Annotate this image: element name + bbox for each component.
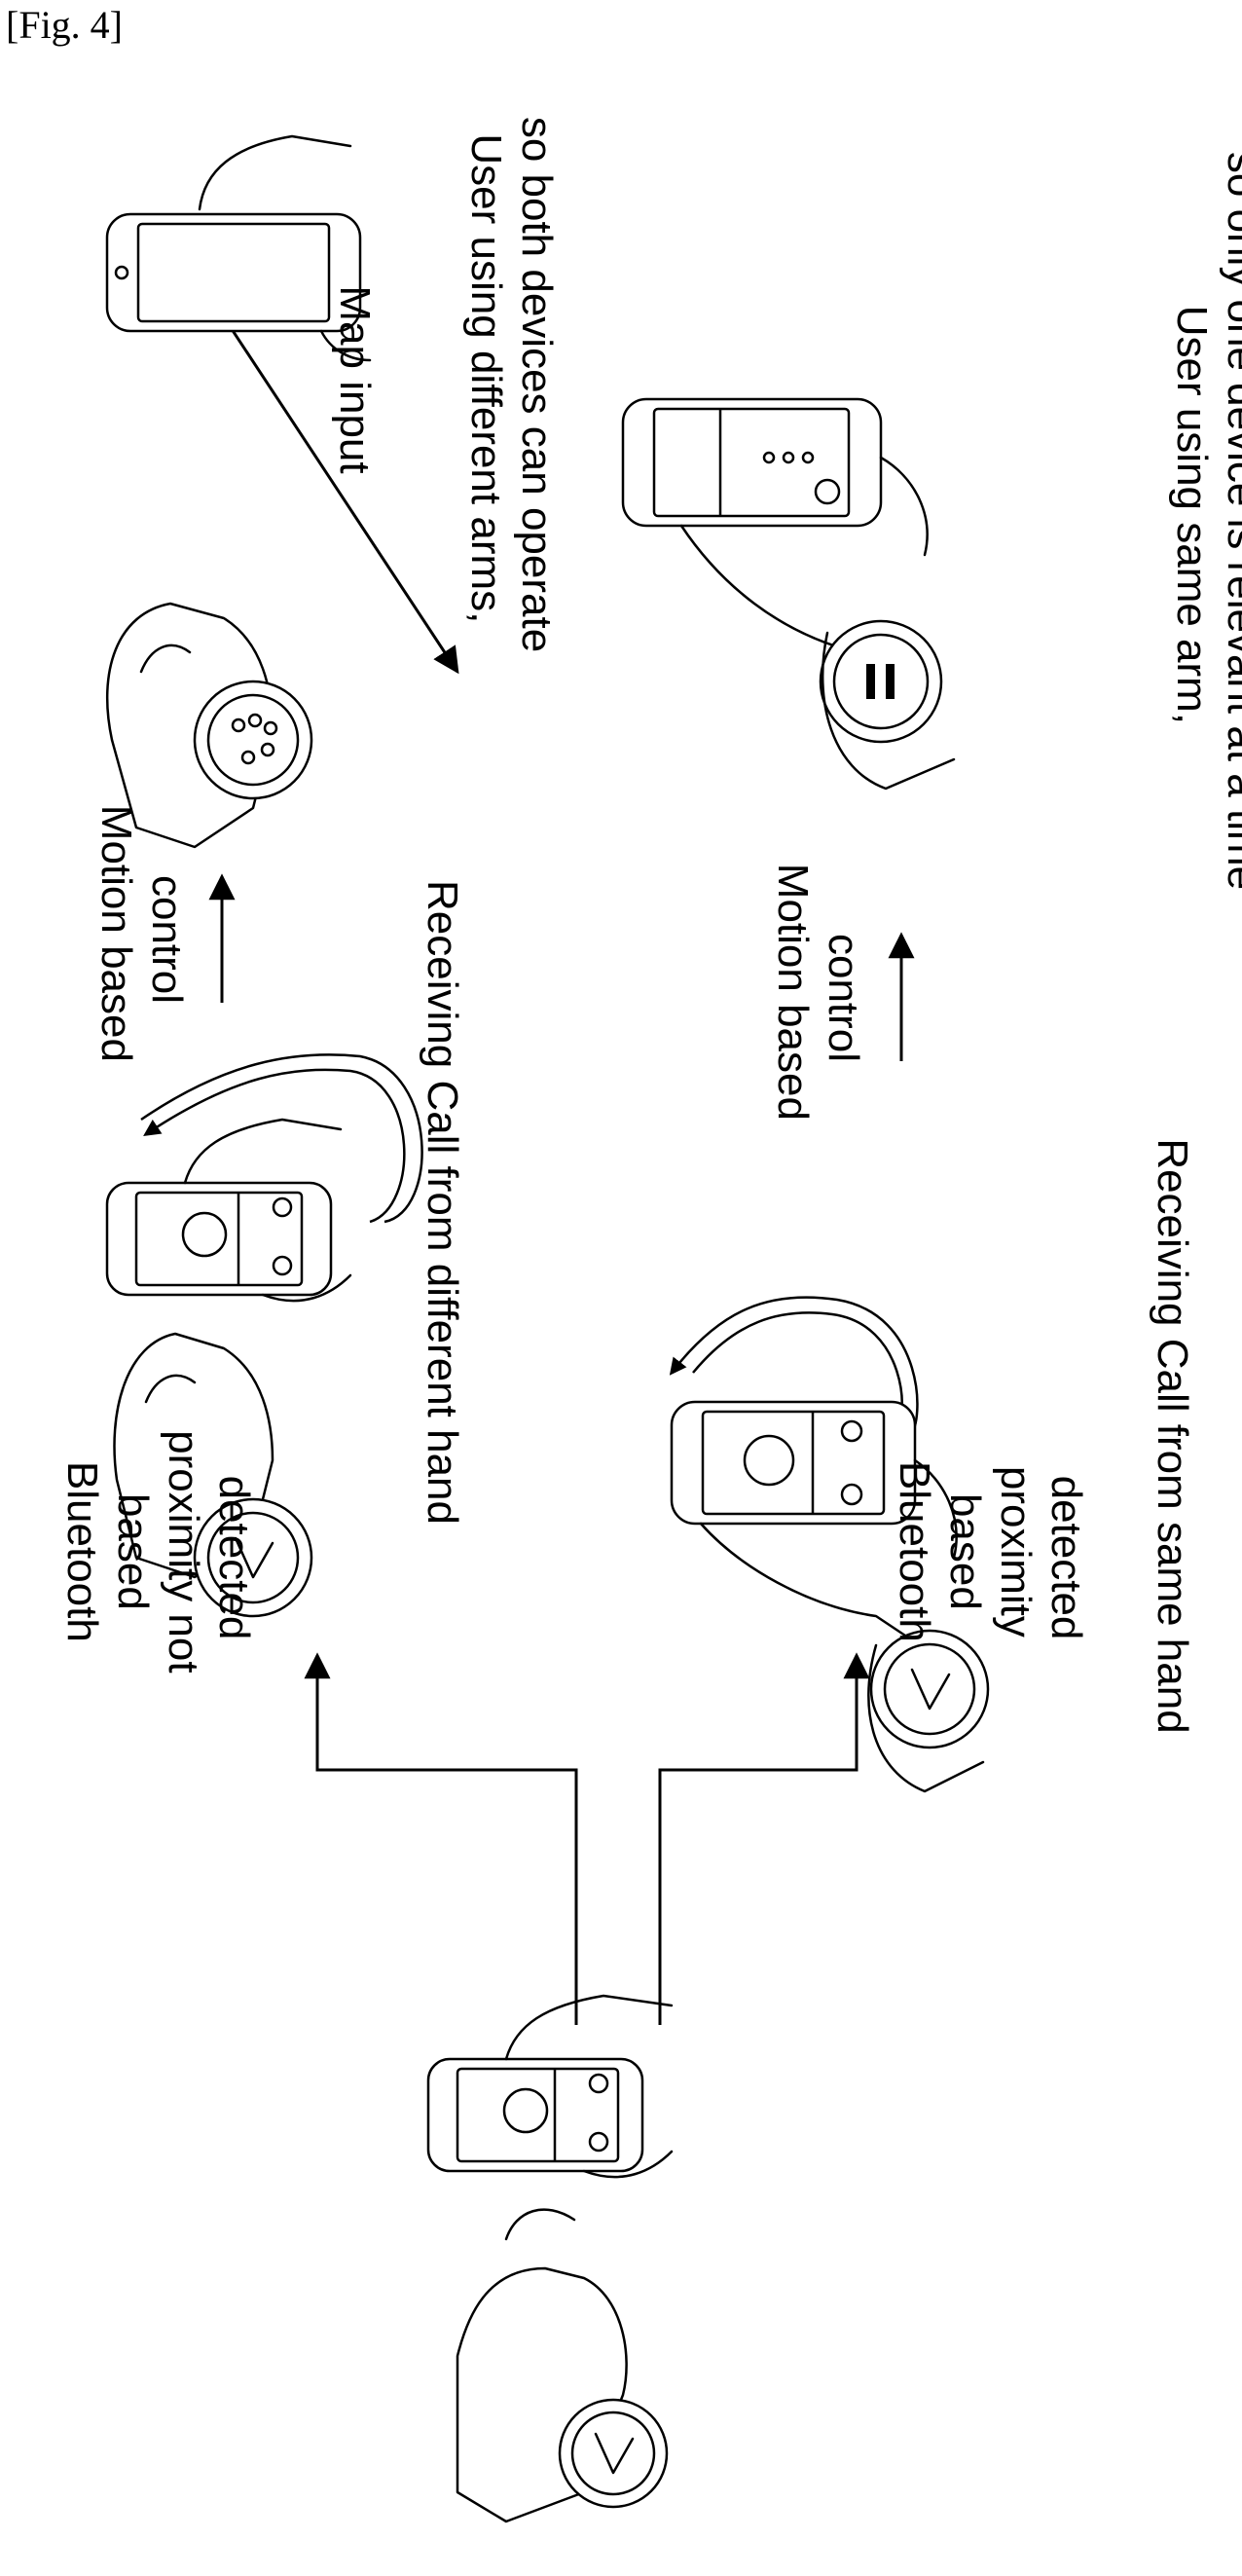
bt-not-detected-line-2: based: [109, 1493, 157, 1610]
svg-text:User using same arm, so: User using same arm, so only one device …: [1168, 152, 1242, 890]
bt-detected-line-2: based: [941, 1493, 989, 1610]
watch-icon: [560, 2400, 667, 2507]
bt-not-detected-line-3: proximity not: [160, 1430, 207, 1673]
svg-text:Motion based control: Motion based control: [92, 805, 191, 1074]
initial-watch-hand-sketch: [457, 2210, 667, 2521]
result-different-line-1: User using different arms,: [462, 133, 510, 623]
motion-top-label: Motion based control: [92, 805, 191, 1074]
branch-connector-bottom: [660, 1655, 857, 2025]
bt-detected-label: Bluetooth based proximity detected: [891, 1461, 1090, 1654]
same-hand-watch-sketch: [868, 1631, 988, 1791]
bt-not-detected-line-1: Bluetooth: [58, 1461, 106, 1642]
result-same-line-1: User using same arm,: [1168, 306, 1216, 724]
result-different-line-2: so both devices can operate: [513, 117, 561, 652]
result-different-label: User using different arms, so both devic…: [462, 117, 561, 652]
different-arms-phone-sketch: [107, 136, 370, 360]
svg-text:Motion based control: Motion based control: [769, 864, 867, 1132]
phone-icon: [428, 2059, 642, 2171]
motion-bottom-line-2: control: [820, 934, 867, 1062]
receiving-same-label: Receiving Call from same hand: [1149, 1138, 1196, 1733]
motion-bottom-label: Motion based control: [769, 864, 867, 1132]
bt-detected-line-1: Bluetooth: [891, 1461, 938, 1642]
initial-phone-hand-sketch: [428, 1996, 672, 2177]
result-same-label: User using same arm, so only one device …: [1168, 152, 1242, 890]
motion-top-line-2: control: [143, 875, 191, 1004]
branch-connector-top: [317, 1655, 576, 2025]
different-hand-phone-sketch: [107, 1120, 350, 1301]
svg-text:Bluetooth based pr: Bluetooth based proximity detected: [891, 1461, 1090, 1654]
bt-not-detected-label: Bluetooth based proximity not detected: [58, 1430, 258, 1685]
svg-text:User using different arms,: User using different arms, so both devic…: [462, 117, 561, 652]
bt-detected-line-4: detected: [1042, 1476, 1090, 1640]
bt-not-detected-line-4: detected: [210, 1476, 258, 1640]
result-same-line-2: so only one device is relevant at a time: [1219, 152, 1242, 890]
svg-text:Bluetooth based pr: Bluetooth based proximity not detected: [58, 1430, 258, 1685]
map-input-label: Map input: [331, 285, 379, 473]
same-arm-watch-sketch: [821, 621, 954, 789]
motion-bottom-line-1: Motion based: [769, 864, 817, 1121]
motion-top-line-1: Motion based: [92, 805, 140, 1062]
receiving-different-label: Receiving Call from different hand: [419, 880, 466, 1525]
bt-detected-line-3: proximity: [992, 1466, 1040, 1638]
